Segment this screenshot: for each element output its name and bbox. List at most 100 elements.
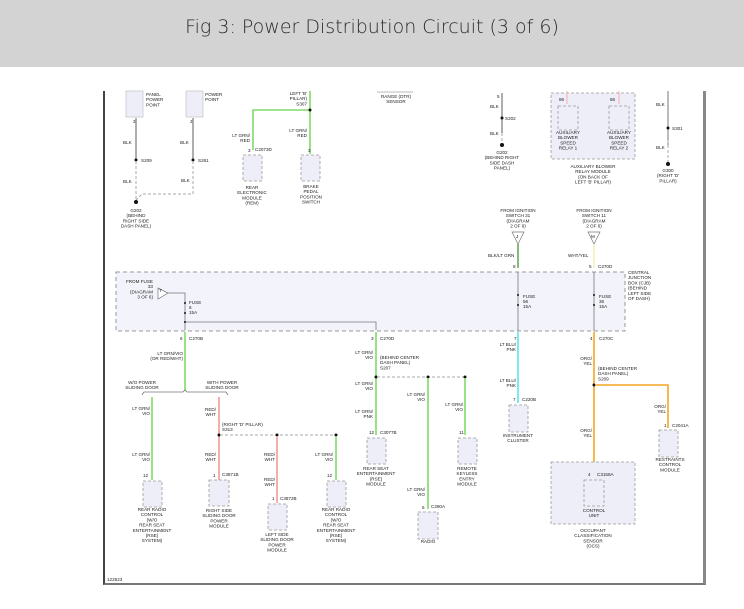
text-line: PILLAR) bbox=[659, 178, 677, 183]
text-line: SYSTEM) bbox=[326, 538, 347, 543]
text-line: MODULE bbox=[457, 482, 477, 487]
fuse-terminal bbox=[184, 312, 186, 314]
text-line: POWER bbox=[268, 542, 286, 547]
wire-label: ORG/YEL bbox=[654, 404, 666, 414]
fuse-number: 56 bbox=[523, 299, 529, 304]
text-line: WHT bbox=[206, 412, 217, 417]
splice-dot bbox=[374, 375, 378, 379]
text-line: SPEED bbox=[611, 140, 627, 145]
text-line: BOX (CJB) bbox=[628, 280, 651, 285]
text-line: RELAY 1 bbox=[559, 146, 578, 151]
text-line: POSITION bbox=[300, 194, 322, 199]
pin-label: 8 bbox=[513, 264, 516, 269]
wire-label: BLK bbox=[123, 179, 133, 184]
text-line: ORG/ bbox=[580, 356, 592, 361]
fuse-label: FUSE bbox=[523, 294, 535, 299]
connector-label: C2041A bbox=[672, 423, 690, 428]
text-line: BLOWER bbox=[609, 135, 630, 140]
dtr-sensor: RANGE (DTR)SENSOR bbox=[377, 91, 413, 104]
text-line: ORG/ bbox=[580, 428, 592, 433]
text-line: G202 bbox=[130, 208, 142, 213]
wire-label: LT GRN/VIO bbox=[407, 392, 425, 402]
text-line: (W/O bbox=[331, 517, 342, 522]
rke-module-box bbox=[457, 437, 478, 465]
text-line: PANEL) bbox=[494, 166, 511, 171]
text-line: SIDE DASH bbox=[490, 160, 515, 165]
text-line: WHT bbox=[206, 457, 217, 462]
ground-icon bbox=[500, 143, 504, 147]
splice-label: S301 bbox=[672, 126, 683, 131]
text-line: LT BLU/ bbox=[500, 342, 517, 347]
text-line: LT GRN/ bbox=[315, 452, 333, 457]
pin-label: 12 bbox=[327, 473, 333, 478]
figure-title: Fig 3: Power Distribution Circuit (3 of … bbox=[185, 16, 559, 38]
text-line: POINT bbox=[205, 97, 219, 102]
text-line: PEDAL bbox=[303, 189, 319, 194]
fuse-rating: 15A bbox=[189, 310, 198, 315]
text-line: MODULE bbox=[366, 482, 386, 487]
wire-blk-dashed bbox=[135, 161, 194, 201]
connector-label: C3158A bbox=[597, 472, 615, 477]
text-line: G202 bbox=[496, 150, 508, 155]
text-line: OF DASH) bbox=[628, 296, 650, 301]
text-line: DASH PANEL) bbox=[121, 224, 152, 229]
text-line: VIO bbox=[455, 407, 463, 412]
ground-label: G300(RIGHT 'D'PILLAR) bbox=[657, 168, 679, 183]
wire-label: LT GRN/VIO bbox=[132, 406, 150, 416]
text-line: AUXILIARY bbox=[556, 130, 580, 135]
connector-label: C290A bbox=[431, 504, 446, 509]
text-line: UNIT bbox=[589, 513, 600, 518]
ocs-control-unit-box bbox=[583, 479, 605, 507]
splice-dot bbox=[134, 158, 138, 162]
fuse-rating: 15A bbox=[523, 304, 532, 309]
text-line: RED/ bbox=[205, 452, 217, 457]
text-line: POINT bbox=[146, 102, 160, 107]
pin-label: 5 bbox=[497, 94, 500, 99]
text-line: W/O POWER bbox=[128, 380, 156, 385]
wire-label: BLK bbox=[490, 131, 500, 136]
wire-label: LT GRN/RED bbox=[289, 128, 307, 138]
text-line: RED/ bbox=[205, 407, 217, 412]
text-line: JUNCTION bbox=[628, 275, 651, 280]
wire-label: BLK bbox=[180, 140, 190, 145]
connector-label: C3872B bbox=[280, 496, 297, 501]
wire-label: BLK/LT GRN bbox=[488, 253, 514, 258]
text-line: (RSE) bbox=[330, 533, 343, 538]
text-line: YEL bbox=[583, 361, 592, 366]
ground-icon bbox=[134, 200, 138, 204]
text-line: (OR RED/WHT) bbox=[150, 356, 183, 361]
text-line: 2 OF 6) bbox=[586, 224, 602, 229]
text-line: S207 bbox=[380, 365, 391, 370]
text-line: WHT bbox=[265, 482, 276, 487]
text-line: SWITCH bbox=[302, 200, 320, 205]
fuse-label: FUSE bbox=[189, 300, 201, 305]
text-line: LT GRN/ bbox=[355, 350, 373, 355]
text-line: POWER bbox=[205, 92, 223, 97]
wire-label: BLK bbox=[123, 140, 133, 145]
wire-label: LT GRN/VIO bbox=[445, 402, 463, 412]
pin-label: 86 bbox=[610, 97, 616, 102]
text-line: LT GRN/ bbox=[232, 133, 250, 138]
text-line: (BEHIND bbox=[127, 213, 147, 218]
rse-module-box bbox=[366, 437, 387, 465]
text-line: CONTROL bbox=[141, 512, 164, 517]
text-line: (REM) bbox=[245, 201, 259, 206]
text-line: RELAY 2 bbox=[610, 146, 629, 151]
rear-radio-control-left-box bbox=[142, 480, 163, 508]
right-sliding-door-box bbox=[208, 479, 230, 507]
text-line: CLUSTER bbox=[507, 438, 529, 443]
wire-label: LT GRN/VIO bbox=[315, 452, 333, 462]
text-line: CLASSIFICATION bbox=[574, 533, 611, 538]
wire-label: BLK bbox=[656, 145, 666, 150]
splice-dot bbox=[426, 375, 430, 379]
